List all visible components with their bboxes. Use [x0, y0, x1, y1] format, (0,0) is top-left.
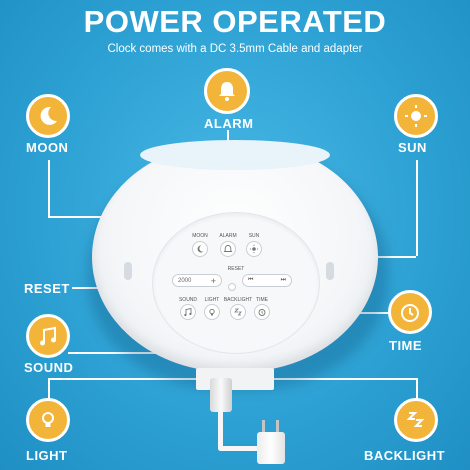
moon-connector	[48, 160, 50, 216]
right-vent	[326, 262, 334, 280]
sound-badge	[26, 314, 70, 358]
sun-button[interactable]	[246, 241, 262, 257]
time-button[interactable]	[254, 304, 270, 320]
bulb-icon	[209, 308, 215, 316]
adapter-prong-left	[262, 420, 265, 432]
time-badge	[388, 290, 432, 334]
skip-pill[interactable]: ⏮ ⏭	[242, 274, 292, 287]
light-label: LIGHT	[26, 448, 68, 463]
panel-label-sun: SUN	[248, 233, 260, 239]
page-subtitle: Clock comes with a DC 3.5mm Cable and ad…	[107, 43, 363, 55]
panel-label-light: LIGHT	[204, 297, 220, 303]
sound-connector	[68, 352, 192, 354]
sound-button[interactable]	[180, 304, 196, 320]
moon-button[interactable]	[192, 241, 208, 257]
light-button[interactable]	[204, 304, 220, 320]
light-connector	[48, 378, 50, 414]
alarm-label: ALARM	[204, 116, 254, 131]
alarm-clock-icon	[258, 309, 266, 316]
panel-label-reset: RESET	[227, 266, 245, 272]
sleep-zz-icon	[234, 308, 242, 316]
power-cable	[218, 410, 223, 450]
device-stand	[196, 368, 274, 390]
next-icon: ⏭	[280, 277, 286, 283]
backlight-badge	[394, 398, 438, 442]
backlight-connector	[416, 378, 418, 414]
time-label: TIME	[389, 338, 423, 353]
light-connector-h	[48, 378, 213, 380]
moon-icon	[197, 245, 204, 253]
music-note-icon	[40, 326, 56, 346]
moon-icon	[40, 106, 57, 125]
page-title: POWER OPERATED	[83, 4, 387, 39]
reset-button[interactable]	[228, 283, 236, 291]
music-note-icon	[184, 307, 192, 317]
panel-label-alarm: ALARM	[219, 233, 237, 239]
bell-icon	[219, 82, 235, 101]
dc-plug	[210, 378, 232, 412]
sound-label: SOUND	[24, 360, 74, 375]
panel-label-backlight: BACKLIGHT	[223, 297, 253, 303]
backlight-connector-h	[238, 378, 418, 380]
power-adapter	[257, 432, 285, 464]
minus-plus-pill[interactable]: 2000 +	[172, 274, 222, 287]
minus-label: 2000	[178, 277, 192, 284]
bulb-icon	[42, 412, 54, 427]
sun-icon	[249, 244, 259, 254]
backlight-button[interactable]	[230, 304, 246, 320]
sun-badge	[394, 94, 438, 138]
panel-label-sound: SOUND	[178, 297, 198, 303]
moon-badge	[26, 94, 70, 138]
sleep-zz-icon	[406, 412, 425, 427]
alarm-badge	[204, 68, 250, 114]
left-vent	[124, 262, 132, 280]
panel-label-time: TIME	[256, 297, 268, 303]
previous-icon: ⏮	[248, 277, 254, 283]
sun-icon	[405, 105, 427, 127]
moon-label: MOON	[26, 140, 69, 155]
plus-label: +	[210, 275, 216, 286]
sun-label: SUN	[398, 140, 427, 155]
reset-label: RESET	[24, 281, 70, 296]
panel-label-moon: MOON	[192, 233, 208, 239]
backlight-label: BACKLIGHT	[364, 448, 446, 463]
light-badge	[26, 398, 70, 442]
power-cable-bottom	[218, 446, 268, 451]
adapter-prong-right	[276, 420, 279, 432]
alarm-button[interactable]	[220, 241, 236, 257]
alarm-clock-icon	[401, 304, 419, 322]
bell-icon	[223, 245, 233, 252]
device-light-ring	[140, 140, 330, 170]
sun-connector	[416, 160, 418, 256]
